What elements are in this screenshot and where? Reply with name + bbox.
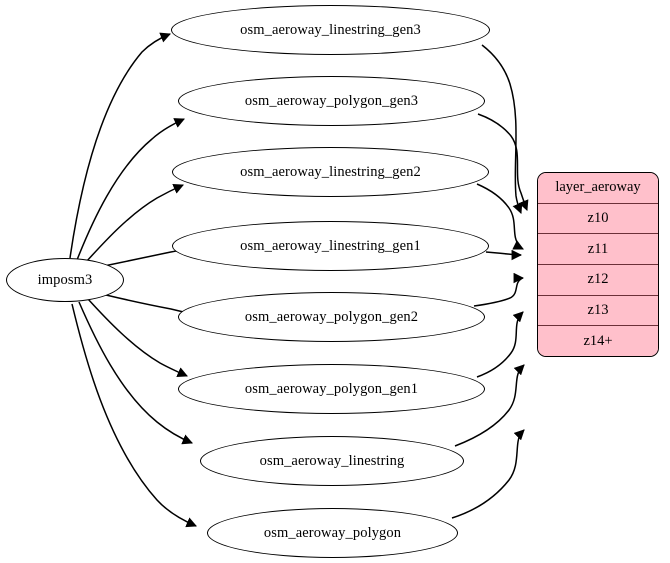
node-label: osm_aeroway_polygon_gen1 (244, 380, 419, 397)
node-imposm3[interactable]: imposm3 (6, 258, 124, 302)
node-osm-aeroway-linestring-gen2[interactable]: osm_aeroway_linestring_gen2 (172, 147, 489, 197)
table-header-layer-aeroway: layer_aeroway (538, 173, 658, 204)
edges-to-layer-table (451, 44, 529, 519)
table-row-z12[interactable]: z12 (538, 265, 658, 296)
node-osm-aeroway-polygon[interactable]: osm_aeroway_polygon (207, 508, 458, 558)
layer-aeroway-table[interactable]: layer_aeroway z10 z11 z12 z13 z14+ (537, 172, 659, 357)
node-label: osm_aeroway_linestring_gen2 (240, 163, 421, 180)
table-row-z13[interactable]: z13 (538, 295, 658, 327)
node-label: osm_aeroway_polygon (263, 524, 402, 541)
node-label: osm_aeroway_polygon_gen2 (244, 308, 419, 325)
table-row-z11[interactable]: z11 (538, 234, 658, 266)
node-osm-aeroway-polygon-gen3[interactable]: osm_aeroway_polygon_gen3 (178, 76, 485, 126)
node-osm-aeroway-linestring-gen1[interactable]: osm_aeroway_linestring_gen1 (172, 221, 489, 271)
node-osm-aeroway-linestring[interactable]: osm_aeroway_linestring (200, 436, 464, 486)
table-row-z10[interactable]: z10 (538, 203, 658, 235)
node-label: osm_aeroway_linestring_gen1 (240, 237, 421, 254)
node-label: osm_aeroway_linestring (259, 452, 405, 469)
table-row-z14plus[interactable]: z14+ (538, 326, 658, 356)
node-osm-aeroway-polygon-gen2[interactable]: osm_aeroway_polygon_gen2 (178, 292, 485, 342)
edges-from-imposm3 (69, 32, 198, 528)
node-osm-aeroway-linestring-gen3[interactable]: osm_aeroway_linestring_gen3 (171, 5, 490, 55)
node-label: osm_aeroway_polygon_gen3 (244, 92, 419, 109)
node-osm-aeroway-polygon-gen1[interactable]: osm_aeroway_polygon_gen1 (178, 364, 485, 414)
node-label: osm_aeroway_linestring_gen3 (240, 21, 421, 38)
node-label: imposm3 (37, 271, 93, 288)
